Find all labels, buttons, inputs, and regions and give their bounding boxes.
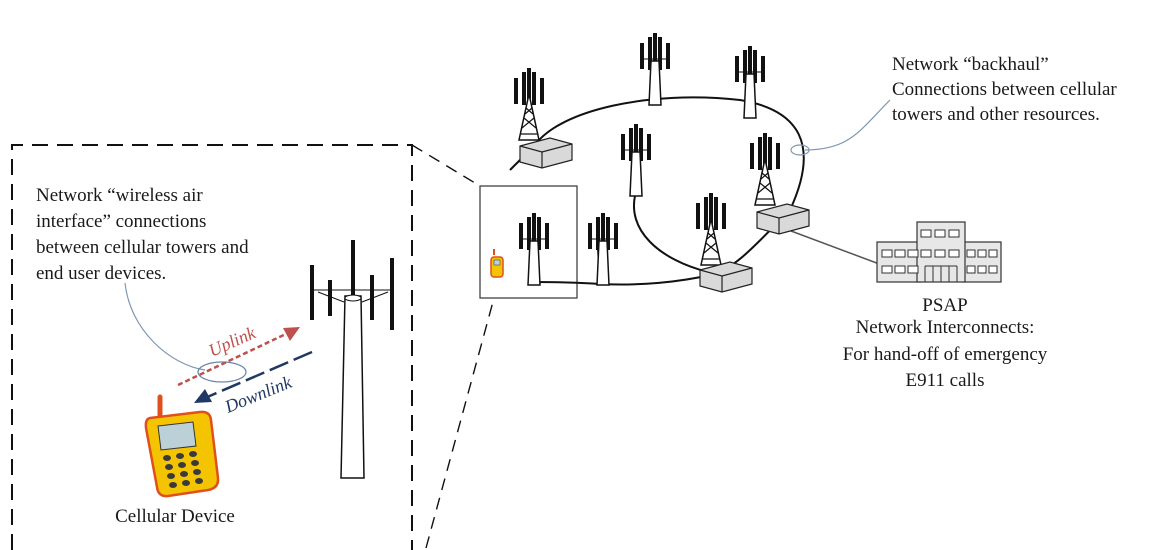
psap-link <box>774 224 883 266</box>
air-callout-marker <box>197 361 247 383</box>
tower-icon <box>696 191 726 267</box>
interconnect-label-line-2: For hand-off of emergency <box>842 344 1048 365</box>
cabinet-icon <box>756 203 810 235</box>
air-interface-label-line-4: end user devices. <box>36 263 167 284</box>
air-interface-label-line-2: interface” connections <box>36 211 207 232</box>
cellular-phone-icon <box>144 394 220 498</box>
tower-icon <box>735 44 765 120</box>
tower-icon <box>514 66 544 142</box>
downlink-arrow <box>194 350 313 403</box>
tower-icon <box>621 122 651 198</box>
backhaul-callout-marker <box>790 144 810 156</box>
backhaul-label-line-1: Network “backhaul” <box>892 54 1049 75</box>
psap-label: PSAP <box>922 295 968 316</box>
cabinet-icon <box>519 137 573 169</box>
air-interface-label-line-1: Network “wireless air <box>36 185 203 206</box>
cellular-device-label: Cellular Device <box>115 506 235 527</box>
uplink-arrow <box>177 327 300 387</box>
tower-icon <box>750 131 780 207</box>
interconnect-label-line-3: E911 calls <box>905 370 985 391</box>
backhaul-label-line-2: Connections between cellular <box>892 79 1117 100</box>
cabinet-icon <box>699 261 753 293</box>
air-callout-line <box>124 282 206 371</box>
zoom-box <box>479 185 578 299</box>
uplink-label: Uplink <box>205 322 259 361</box>
downlink-label: Downlink <box>221 372 295 418</box>
tower-icon <box>640 31 670 107</box>
backhaul-label-line-3: towers and other resources. <box>892 104 1100 125</box>
psap-building-icon <box>876 221 1002 283</box>
interconnect-label-line-1: Network Interconnects: <box>855 317 1035 338</box>
inset-frame <box>11 144 495 550</box>
air-interface-label-line-3: between cellular towers and <box>36 237 249 258</box>
backhaul-callout-line <box>804 99 891 151</box>
tower-icon <box>519 211 549 287</box>
phone-icon-small <box>490 249 504 278</box>
tower-icon <box>588 211 618 287</box>
large-tower-icon <box>310 240 394 479</box>
